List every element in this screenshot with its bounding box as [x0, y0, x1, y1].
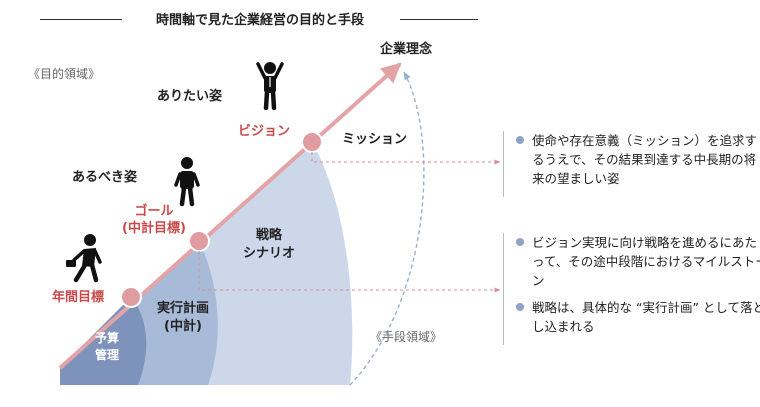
- mission-label: ミッション: [342, 132, 408, 147]
- goal-label-block: ゴール (中計目標): [116, 203, 192, 237]
- vision-callout-line: [311, 152, 501, 165]
- person-standing-icon: [174, 157, 200, 207]
- budget-label-line1: 予算: [94, 331, 119, 345]
- mission-note-panel: 使命や存在意義（ミッション）を追求するうえで、その結果到達する中長期の将来の望ま…: [503, 131, 760, 197]
- bullet-dot-icon: [516, 238, 524, 246]
- timeline-arrow: [58, 62, 402, 370]
- person-raising-arms-icon: [256, 62, 284, 111]
- goal-label: ゴール: [134, 204, 174, 219]
- bullet-dot-icon: [516, 303, 524, 311]
- goal-note-text: ビジョン実現に向け戦略を進めるにあたって、その途中段階におけるマイルストーン: [532, 235, 760, 288]
- budget-management-label: 予算 管理: [84, 330, 130, 364]
- budget-management-area: [60, 297, 147, 385]
- bullet-dot-icon: [516, 136, 524, 144]
- strategy-label-line2: シナリオ: [242, 246, 295, 261]
- goal-callout-line: [198, 251, 501, 293]
- annual-target-label: 年間目標: [52, 290, 105, 305]
- execution-label-line1: 実行計画: [156, 301, 209, 316]
- strategy-label-line1: 戦略: [255, 228, 282, 243]
- goal-milestone: [188, 230, 210, 252]
- means-region-label: 《手段領域》: [370, 330, 443, 344]
- diagram-title: 時間軸で見た企業経営の目的と手段: [155, 13, 364, 28]
- goal-note-item: ビジョン実現に向け戦略を進めるにあたって、その途中段階におけるマイルストーン: [516, 233, 760, 290]
- title-rule-right: [400, 19, 478, 20]
- strategy-note-text: 戦略は、具体的な “実行計画” として落とし込まれる: [532, 300, 760, 334]
- execution-plan-label: 実行計画 (中計): [150, 300, 216, 336]
- title-rule-left: [40, 19, 122, 20]
- budget-label-line2: 管理: [94, 348, 119, 362]
- vision-milestone: [301, 131, 323, 153]
- mission-note-text: 使命や存在意義（ミッション）を追求するうえで、その結果到達する中長期の将来の望ま…: [532, 133, 758, 186]
- person-running-icon: [66, 234, 102, 283]
- ideal-state-label: ありたい姿: [157, 89, 223, 104]
- goal-note-panel: ビジョン実現に向け戦略を進めるにあたって、その途中段階におけるマイルストーン 戦…: [503, 233, 760, 345]
- vision-label: ビジョン: [238, 124, 291, 139]
- strategy-note-item: 戦略は、具体的な “実行計画” として落とし込まれる: [516, 298, 760, 336]
- annual-target-milestone: [120, 286, 142, 308]
- corporate-philosophy-label: 企業理念: [380, 42, 433, 57]
- mission-note-item: 使命や存在意義（ミッション）を追求するうえで、その結果到達する中長期の将来の望ま…: [516, 131, 760, 188]
- target-state-label: あるべき姿: [72, 170, 138, 185]
- purpose-region-label: 《目的領域》: [28, 67, 101, 81]
- strategy-scenario-label: 戦略 シナリオ: [236, 227, 302, 263]
- goal-sublabel: (中計目標): [122, 221, 186, 236]
- execution-label-line2: (中計): [164, 319, 202, 334]
